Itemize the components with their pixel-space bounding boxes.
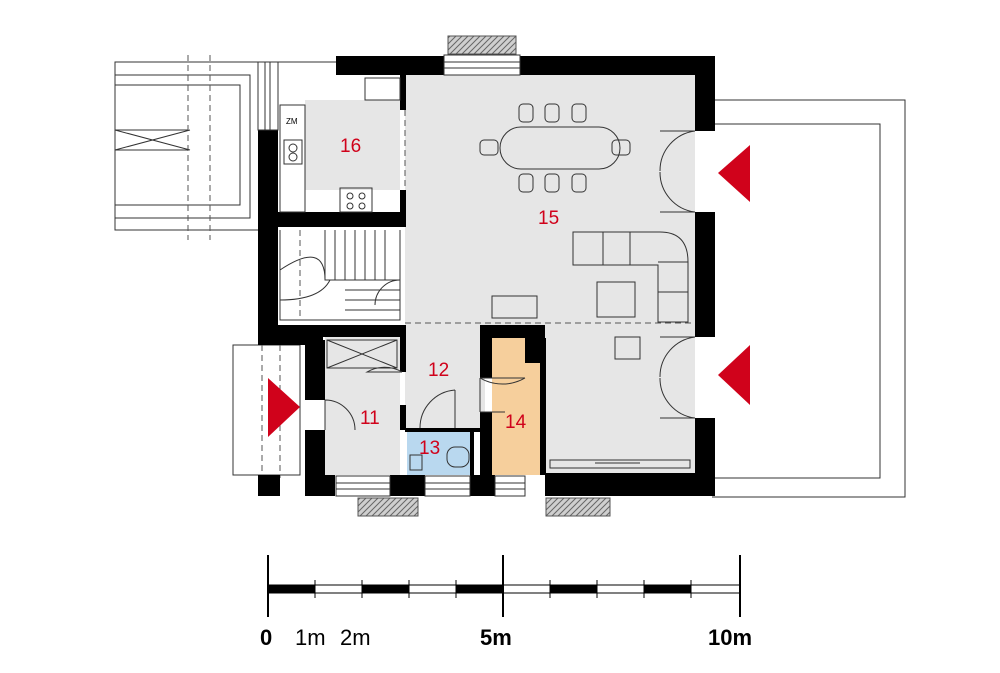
doors bbox=[324, 110, 696, 431]
room-label-11: 11 bbox=[360, 408, 380, 429]
room-label-16: 16 bbox=[340, 136, 361, 157]
east-terrace bbox=[712, 99, 906, 498]
entrance-marker-east-1 bbox=[718, 145, 750, 202]
entrance-marker-west bbox=[268, 378, 300, 437]
room-label-15: 15 bbox=[538, 208, 559, 229]
walls bbox=[258, 56, 715, 496]
entrance-marker-east-2 bbox=[718, 345, 750, 405]
entrance-markers bbox=[268, 145, 750, 437]
room-label-13: 13 bbox=[419, 438, 440, 459]
room-labels: 16 15 12 11 13 14 bbox=[340, 136, 559, 459]
windows bbox=[257, 54, 526, 497]
room-label-14: 14 bbox=[505, 412, 527, 433]
scale-label-0: 0 bbox=[260, 625, 272, 650]
kitchen-fixtures: ZM bbox=[265, 61, 401, 213]
scale-label-2m: 2m bbox=[340, 625, 371, 650]
dining-set bbox=[479, 103, 631, 193]
scale-label-1m: 1m bbox=[295, 625, 326, 650]
staircase bbox=[279, 230, 401, 321]
living-furniture bbox=[491, 231, 691, 469]
wardrobe bbox=[326, 339, 398, 369]
scale-label-5m: 5m bbox=[480, 625, 512, 650]
bathroom-fixtures bbox=[409, 446, 470, 471]
west-terrace bbox=[114, 55, 266, 240]
planters bbox=[357, 35, 611, 517]
scale-bar: 0 1m 2m 5m 10m bbox=[260, 555, 752, 650]
kitchen-tag: ZM bbox=[286, 117, 298, 126]
scale-label-10m: 10m bbox=[708, 625, 752, 650]
room-label-12: 12 bbox=[428, 360, 449, 381]
